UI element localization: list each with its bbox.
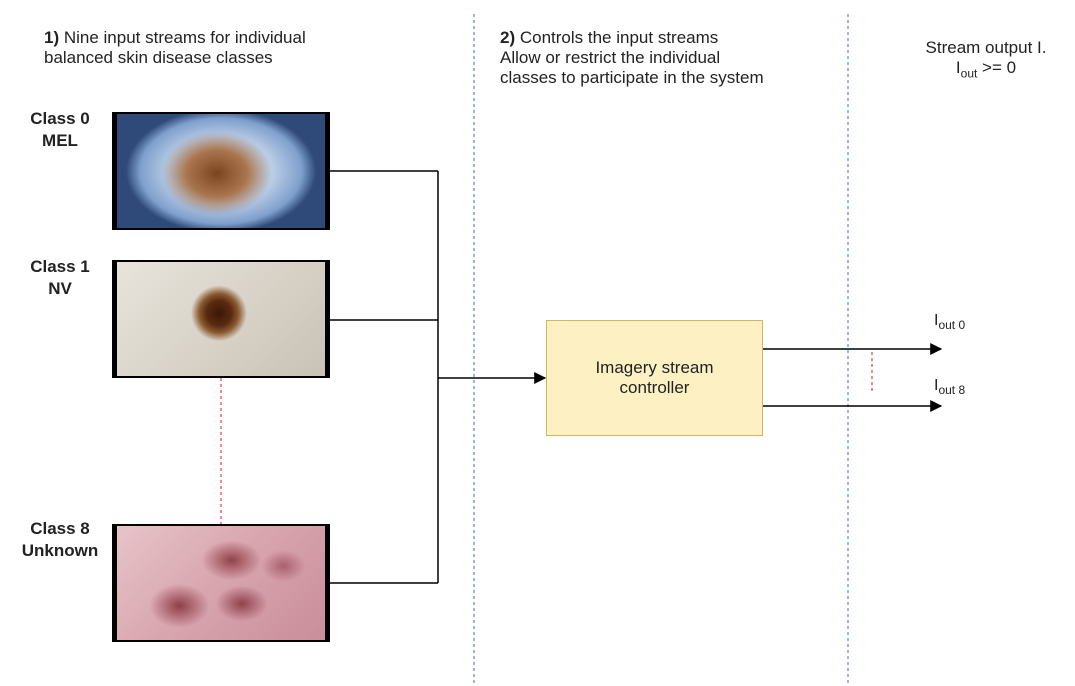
imagery-stream-controller: Imagery stream controller <box>546 320 763 436</box>
output-header-condition: >= 0 <box>977 58 1016 77</box>
mel-lesion-picture <box>117 114 325 228</box>
output-header-line2: Iout >= 0 <box>956 58 1016 77</box>
section1-number: 1) <box>44 28 59 47</box>
section2-line3: classes to participate in the system <box>500 68 764 87</box>
unknown-lesion-picture <box>117 526 325 640</box>
section1-line2: balanced skin disease classes <box>44 48 273 67</box>
class0-label: Class 0 MEL <box>12 108 108 152</box>
section2-header: 2) Controls the input streams Allow or r… <box>500 28 764 88</box>
class1-nv-image <box>112 260 330 378</box>
class0-label-line2: MEL <box>42 131 78 150</box>
output-8-subscript: out 8 <box>938 383 965 397</box>
section2-line1: Controls the input streams <box>515 28 718 47</box>
class1-label: Class 1 NV <box>12 256 108 300</box>
class8-label-line1: Class 8 <box>30 519 90 538</box>
class8-unknown-image <box>112 524 330 642</box>
class1-label-line1: Class 1 <box>30 257 90 276</box>
section2-number: 2) <box>500 28 515 47</box>
class1-label-line2: NV <box>48 279 72 298</box>
output-header-line1: Stream output I. <box>926 38 1047 57</box>
output-label-0: Iout 0 <box>934 312 965 334</box>
output-header-subscript: out <box>961 66 978 80</box>
output-0-subscript: out 0 <box>938 318 965 332</box>
class0-mel-image <box>112 112 330 230</box>
nv-lesion-picture <box>117 262 325 376</box>
class8-label: Class 8 Unknown <box>8 518 112 562</box>
section2-line2: Allow or restrict the individual <box>500 48 720 67</box>
section1-header: 1) Nine input streams for individual bal… <box>44 28 306 68</box>
output-label-8: Iout 8 <box>934 377 965 399</box>
controller-label: Imagery stream controller <box>575 358 735 398</box>
output-header: Stream output I. Iout >= 0 <box>900 38 1072 83</box>
section1-line1: Nine input streams for individual <box>59 28 306 47</box>
class8-label-line2: Unknown <box>22 541 99 560</box>
class0-label-line1: Class 0 <box>30 109 90 128</box>
